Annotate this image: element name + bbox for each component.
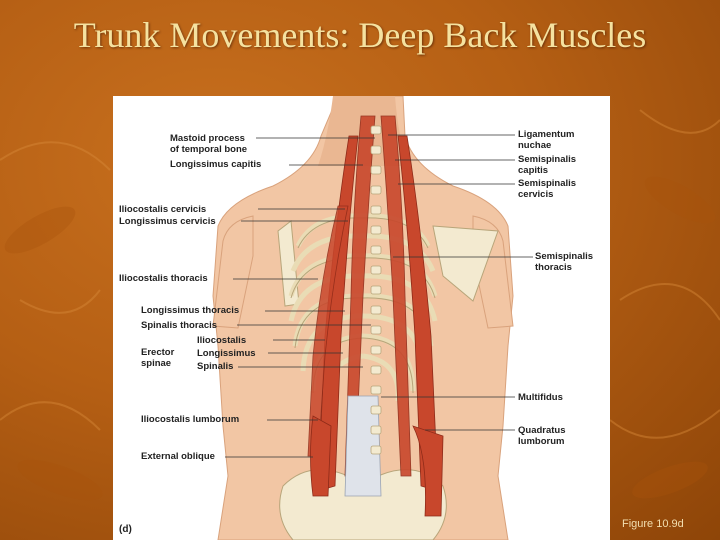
vertebral-column: [370, 125, 382, 455]
muscles-left: [307, 115, 376, 497]
label-semispinalis-cervicis: Semispinalis cervicis: [518, 178, 577, 200]
label-spinalis-thoracis: Spinalis thoracis: [141, 320, 218, 331]
label-external-oblique: External oblique: [141, 451, 215, 462]
label-longissimus-capitis: Longissimus capitis: [170, 159, 262, 170]
slide-title: Trunk Movements: Deep Back Muscles: [73, 15, 647, 55]
back-muscles-illustration: [212, 96, 533, 540]
label-mastoid-process: Mastoid process of temporal bone: [170, 133, 248, 155]
label-ligamentum-nuchae: Ligamentum nuchae: [518, 129, 575, 151]
label-multifidus: Multifidus: [518, 392, 563, 403]
anatomy-figure: Mastoid process of temporal bone Longiss…: [113, 96, 610, 540]
label-longissimus-cervicis: Longissimus cervicis: [119, 216, 216, 227]
figure-caption: Figure 10.9d: [622, 518, 684, 530]
label-semispinalis-thoracis: Semispinalis thoracis: [535, 251, 594, 273]
muscles-right: [380, 115, 444, 517]
label-quadratus-lumborum: Quadratus lumborum: [518, 425, 566, 447]
panel-letter: (d): [119, 524, 132, 535]
leader-lines: [225, 134, 533, 458]
label-iliocostalis-thoracis: Iliocostalis thoracis: [119, 273, 208, 284]
label-erector-spinae: Erector spinae: [141, 347, 175, 369]
label-erector-iliocostalis: Iliocostalis: [197, 335, 247, 346]
label-semispinalis-capitis: Semispinalis capitis: [518, 154, 577, 176]
label-longissimus-thoracis: Longissimus thoracis: [141, 305, 240, 316]
label-iliocostalis-lumborum: Iliocostalis lumborum: [141, 414, 240, 425]
label-erector-longissimus: Longissimus: [197, 348, 256, 359]
label-iliocostalis-cervicis: Iliocostalis cervicis: [119, 204, 207, 215]
label-erector-spinalis: Spinalis: [197, 361, 234, 372]
